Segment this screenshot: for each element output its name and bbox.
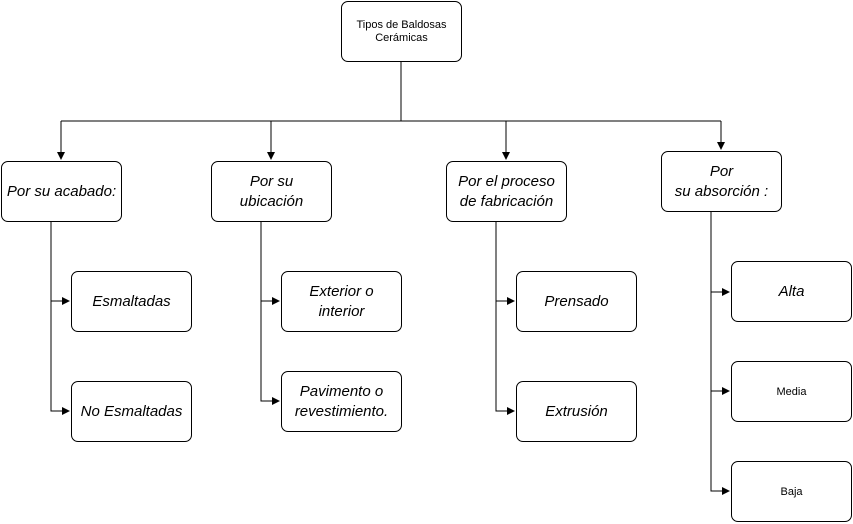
item-no-esmaltadas: No Esmaltadas (71, 381, 192, 442)
connector-absorcion-alta (710, 211, 730, 296)
root-node: Tipos de Baldosas Cerámicas (341, 1, 462, 62)
connector-fabricacion-extrusion (495, 301, 515, 415)
connector-acabado-esmaltadas (50, 221, 70, 305)
connector-ubicacion-pavimento (260, 301, 280, 405)
connector-ubicacion-exterior (260, 221, 280, 305)
connector-absorcion-baja (710, 391, 730, 495)
connector-absorcion-media (710, 292, 730, 395)
item-extrusion: Extrusión (516, 381, 637, 442)
category-connectors (50, 211, 730, 495)
item-prensado: Prensado (516, 271, 637, 332)
item-exterior-interior: Exterior o interior (281, 271, 402, 332)
item-alta: Alta (731, 261, 852, 322)
item-baja: Baja (731, 461, 852, 522)
item-media: Media (731, 361, 852, 422)
category-ubicacion: Por su ubicación (211, 161, 332, 222)
item-esmaltadas: Esmaltadas (71, 271, 192, 332)
root-connectors (57, 61, 725, 160)
category-fabricacion: Por el proceso de fabricación (446, 161, 567, 222)
category-absorcion: Por su absorción : (661, 151, 782, 212)
connector-acabado-no-esmaltadas (50, 301, 70, 415)
connector-fabricacion-prensado (495, 221, 515, 305)
category-acabado: Por su acabado: (1, 161, 122, 222)
item-pavimento-revestimiento: Pavimento o revestimiento. (281, 371, 402, 432)
